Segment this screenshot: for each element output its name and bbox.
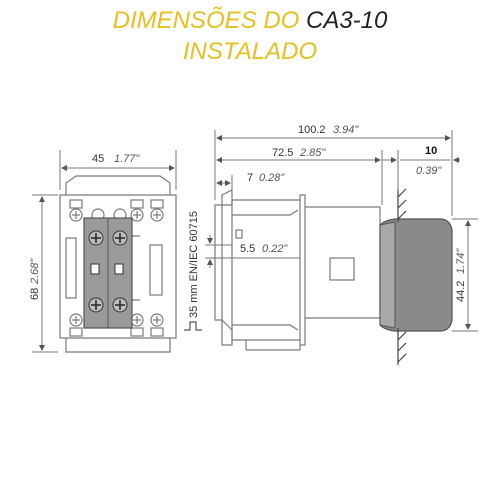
mounting-plate-marks — [397, 188, 407, 365]
front-width-dimension — [59, 150, 177, 190]
front-width-in: 1.77" — [114, 153, 140, 165]
diagram-title: DIMENSÕES DO CA3-10 — [0, 6, 500, 36]
rail-offset-in: 0.28" — [259, 172, 285, 184]
clearance-dimension — [382, 150, 460, 190]
total-length-mm: 100.2 — [298, 124, 326, 136]
rail-offset-dimension — [216, 175, 233, 190]
front-top-terminals — [69, 199, 164, 222]
diagram-subtitle: INSTALADO — [182, 38, 318, 65]
front-width-mm: 45 — [92, 153, 104, 165]
depth-in: 2.85" — [299, 147, 326, 159]
total-length-in: 3.94" — [333, 124, 359, 136]
title-model: CA3-10 — [305, 7, 388, 34]
side-auxiliary-block — [379, 218, 453, 332]
rail-gap-dimension — [205, 235, 300, 268]
front-bottom-terminals — [69, 313, 164, 337]
front-auxiliary-block — [83, 217, 133, 329]
din-rail-label: 35 mm EN/IEC 60715 — [188, 211, 200, 318]
front-height-in: 2.68" — [29, 258, 41, 285]
rail-offset-mm: 7 — [247, 172, 253, 184]
din-rail-symbol — [184, 321, 202, 331]
depth-dimension — [216, 150, 383, 205]
rail-gap-in: 0.22" — [262, 243, 288, 255]
block-height-dimension — [452, 218, 478, 332]
clearance-mm: 10 — [425, 145, 437, 157]
block-height-mm: 44.2 — [455, 281, 467, 302]
block-height-in: 1.74" — [455, 248, 467, 274]
total-length-dimension — [214, 130, 453, 216]
title-prefix: DIMENSÕES DO — [112, 7, 306, 34]
front-height-mm: 68 — [29, 288, 41, 300]
side-view — [214, 189, 381, 351]
clearance-in: 0.39" — [416, 165, 442, 177]
front-height-dimension — [32, 194, 58, 353]
rail-gap-mm: 5.5 — [240, 243, 255, 255]
depth-mm: 72.5 — [272, 147, 293, 159]
